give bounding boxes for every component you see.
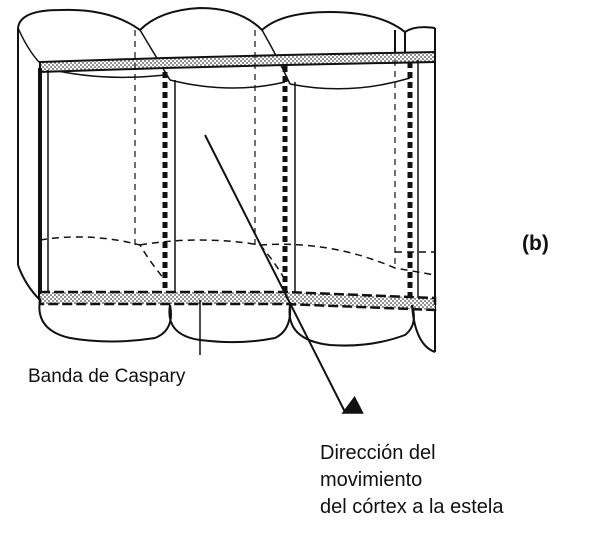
panel-label: (b) [522,232,549,255]
cell-walls [38,30,419,305]
direction-label-line-1: Dirección del [320,442,436,464]
direction-label-line-3: del córtex a la estela [320,496,504,518]
direction-label-line-2: movimiento [320,469,423,491]
upper-caspary-band [39,50,436,74]
cell-bottoms [17,264,436,353]
caspary-band-label: Banda de Caspary [28,366,186,387]
direction-arrow [204,134,364,414]
lower-caspary-band [38,290,437,312]
hidden-bottom-curves [39,236,436,281]
direction-label: Dirección del movimiento del córtex a la… [320,440,503,521]
